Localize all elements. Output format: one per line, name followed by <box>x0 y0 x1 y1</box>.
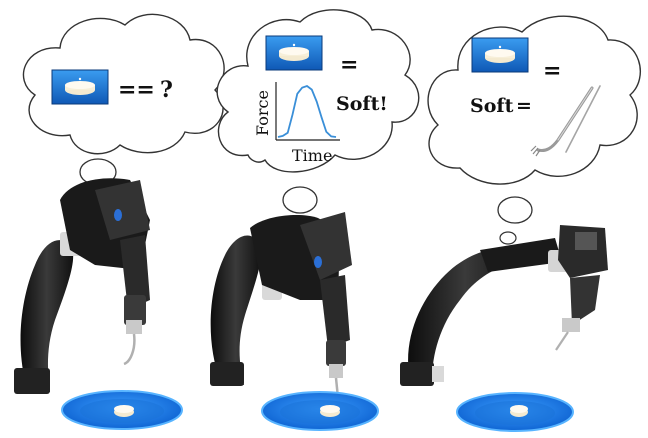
plate-icon <box>261 391 379 431</box>
food-thumbnail-icon <box>265 35 323 71</box>
plate-icon <box>61 390 183 430</box>
force-axis-label: Force <box>253 90 272 136</box>
force-curve <box>277 84 337 138</box>
force-plot: Force Time <box>253 82 340 165</box>
food-thumbnail-icon <box>51 69 109 105</box>
soft-equals: = <box>516 95 532 117</box>
time-axis-label: Time <box>292 146 332 165</box>
equals-operator: = <box>340 52 358 78</box>
fork-icon <box>530 85 601 157</box>
robot-arm-icon <box>400 225 608 386</box>
equals-operator: = <box>543 58 561 84</box>
soft-result: Soft! <box>336 93 388 115</box>
robot-arm-icon <box>14 178 150 394</box>
plate-icon <box>456 392 574 432</box>
thought-cloud-1 <box>22 13 225 203</box>
food-thumbnail-icon <box>471 37 529 73</box>
equality-operator: == <box>118 77 155 103</box>
soft-word: Soft <box>470 95 514 117</box>
robot-arm-icon <box>210 212 352 399</box>
thought-cloud-3 <box>427 15 641 245</box>
unknown-symbol: ? <box>160 77 173 103</box>
